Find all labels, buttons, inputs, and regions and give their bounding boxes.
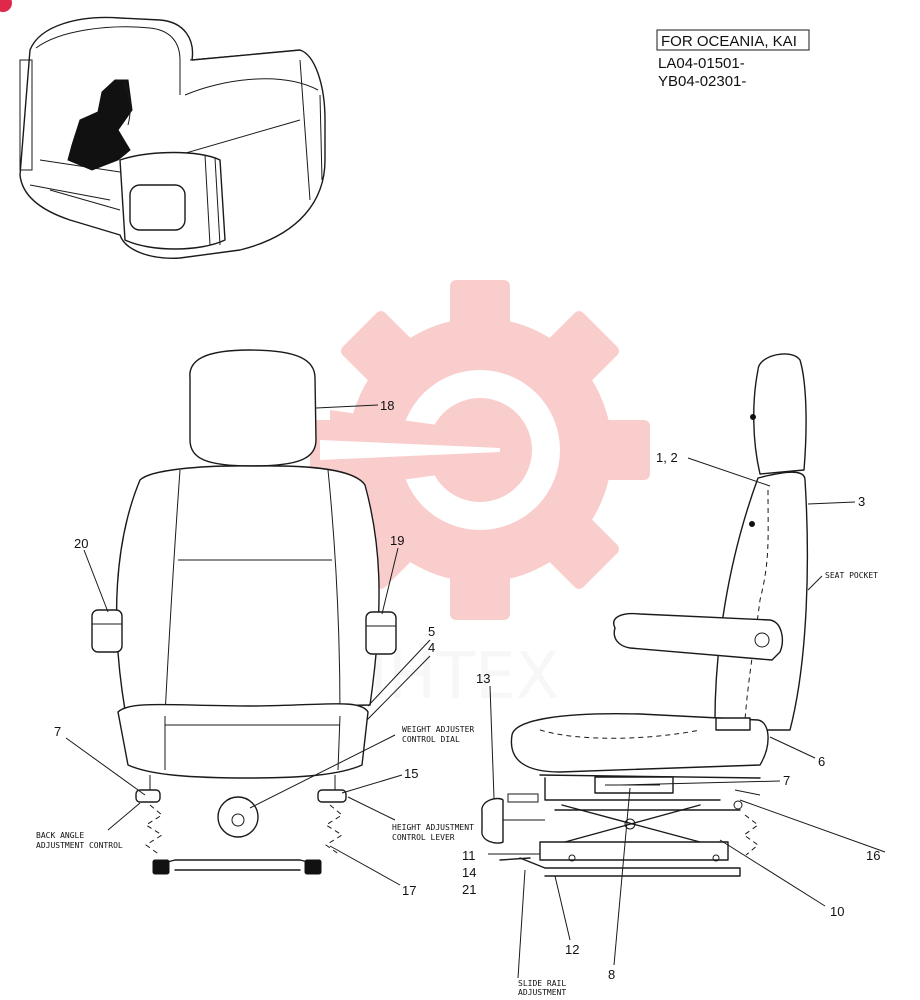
- seat-side-view: [481, 353, 809, 877]
- callout-7-front: 7: [54, 724, 61, 739]
- captions: BACK ANGLE ADJUSTMENT CONTROL WEIGHT ADJ…: [36, 571, 878, 997]
- caption-back-angle-1: BACK ANGLE: [36, 831, 84, 840]
- caption-slide-2: ADJUSTMENT: [518, 988, 566, 997]
- callout-5: 5: [428, 624, 435, 639]
- callout-11: 11: [462, 848, 476, 863]
- callout-20: 20: [74, 536, 88, 551]
- callout-18: 18: [380, 398, 394, 413]
- height-adjust-knob: [481, 797, 504, 844]
- callout-16: 16: [866, 848, 880, 863]
- corner-badge-icon: [0, 0, 12, 12]
- backrest-side: [714, 471, 809, 731]
- headrest-side: [753, 353, 807, 475]
- backrest-front: [115, 465, 380, 711]
- side-knob-left: [91, 609, 123, 653]
- seat-cushion-front: [117, 703, 369, 779]
- callout-4: 4: [428, 640, 435, 655]
- caption-height-1: HEIGHT ADJUSTMENT: [392, 823, 474, 832]
- callout-17: 17: [402, 883, 416, 898]
- callout-14: 14: [462, 865, 476, 880]
- callout-6: 6: [818, 754, 825, 769]
- seat-front-view: [91, 349, 397, 875]
- callout-10: 10: [830, 904, 844, 919]
- armrest: [613, 612, 783, 661]
- callout-3: 3: [858, 494, 865, 509]
- serial-number-1: LA04-01501-: [658, 55, 745, 72]
- region-label: FOR OCEANIA, KAI: [661, 33, 797, 50]
- headrest-front: [189, 349, 317, 467]
- cab-thumbnail: [0, 0, 326, 259]
- callout-numbers: 18 20 19 5 4 7 15 17 1, 2 3 13 6 7 16 11…: [54, 398, 880, 982]
- caption-back-angle-2: ADJUSTMENT CONTROL: [36, 841, 123, 850]
- caption-seat-pocket: SEAT POCKET: [825, 571, 878, 580]
- region-label-box: [656, 29, 810, 51]
- weight-adjuster-dial: [217, 796, 259, 838]
- callout-12: 12: [565, 942, 579, 957]
- serial-number-2: YB04-02301-: [658, 73, 746, 90]
- callout-21: 21: [462, 882, 476, 897]
- caption-height-2: CONTROL LEVER: [392, 833, 455, 842]
- leader-lines: [65, 404, 886, 979]
- seat-cushion-side: [510, 713, 769, 773]
- callout-8: 8: [608, 967, 615, 982]
- caption-slide-1: SLIDE RAIL: [518, 979, 566, 988]
- callout-1-2: 1, 2: [656, 450, 678, 465]
- callout-19: 19: [390, 533, 404, 548]
- side-knob-right: [365, 611, 397, 655]
- caption-weight-2: CONTROL DIAL: [402, 735, 460, 744]
- callout-7-side: 7: [783, 773, 790, 788]
- callout-13: 13: [476, 671, 490, 686]
- caption-weight-1: WEIGHT ADJUSTER: [402, 725, 474, 734]
- callout-15: 15: [404, 766, 418, 781]
